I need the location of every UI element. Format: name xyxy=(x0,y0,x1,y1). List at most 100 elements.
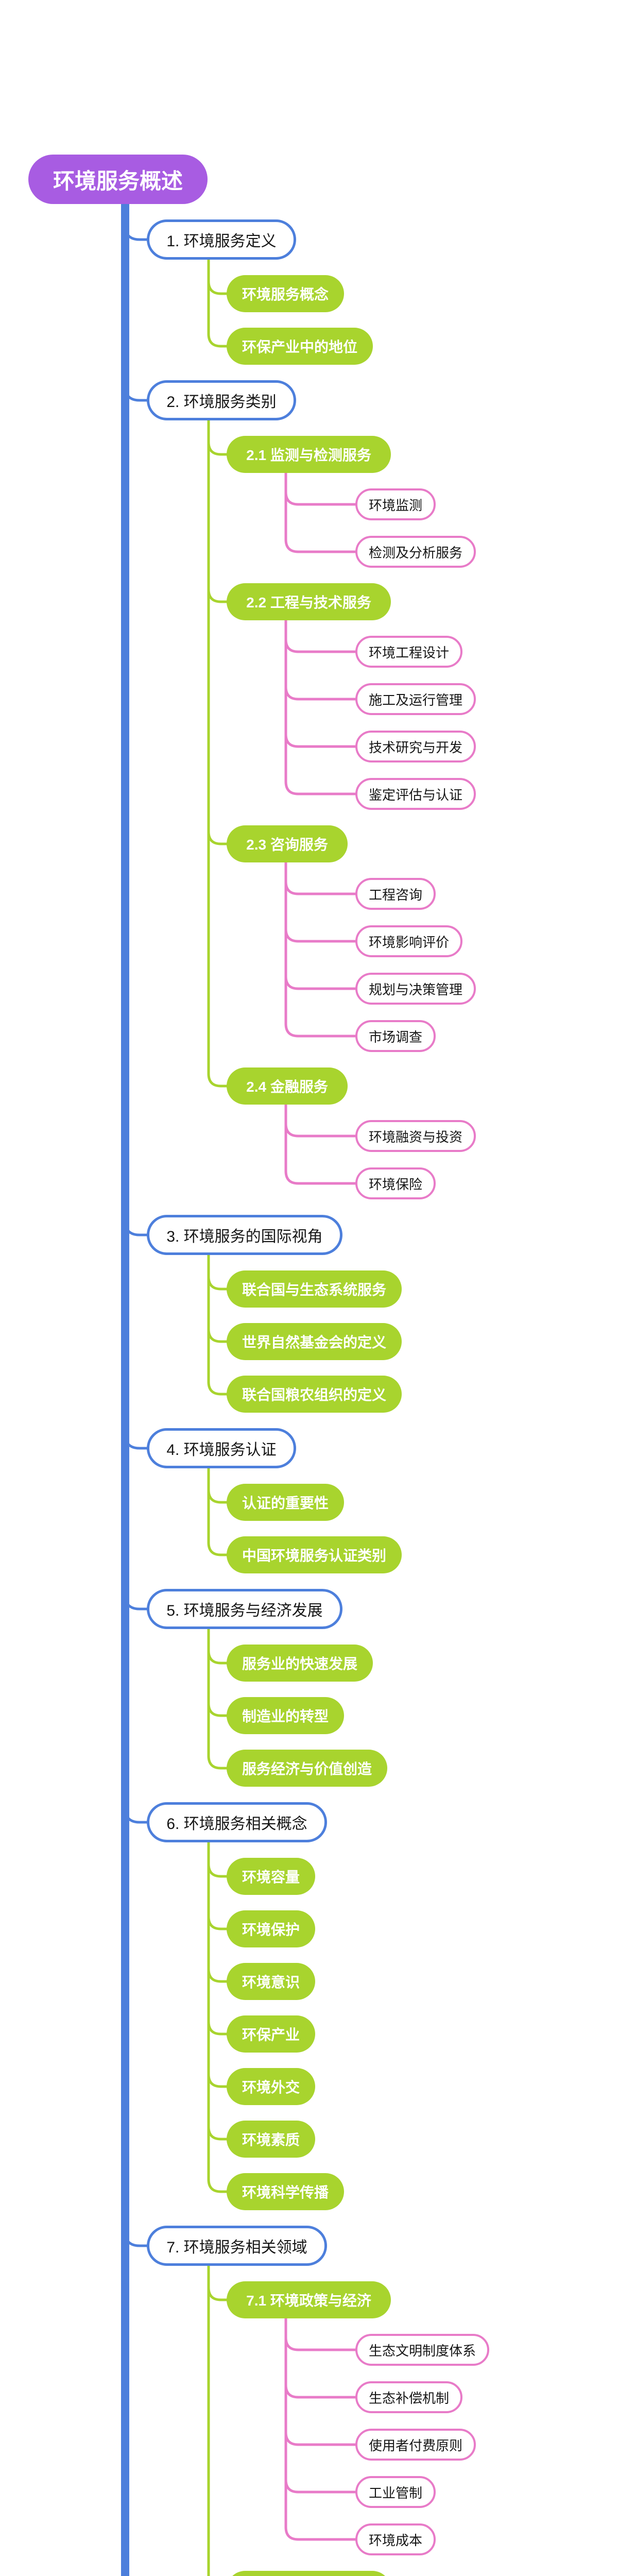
leaf-topic[interactable]: 环境工程设计 xyxy=(355,636,462,668)
topic-label: 3. 环境服务的国际视角 xyxy=(166,1228,323,1245)
topic-label: 4. 环境服务认证 xyxy=(166,1442,277,1459)
topic-label: 6. 环境服务相关概念 xyxy=(166,1816,307,1833)
topic-label: 生态补偿机制 xyxy=(368,2390,449,2406)
topic-label: 检测及分析服务 xyxy=(368,545,462,561)
topic-label: 工业管制 xyxy=(368,2485,422,2501)
topic-label: 环境融资与投资 xyxy=(368,1129,462,1145)
branch-connector xyxy=(124,1219,152,1236)
leaf-topic[interactable]: 环境监测 xyxy=(355,488,436,520)
topic-label: 技术研究与开发 xyxy=(368,739,462,755)
topic-label: 服务业的快速发展 xyxy=(242,1656,357,1672)
branch-connector xyxy=(284,1101,361,1185)
sub-topic[interactable]: 环保产业 xyxy=(227,2015,315,2053)
leaf-topic[interactable]: 环境保险 xyxy=(355,1167,436,1199)
branch-connector xyxy=(207,1839,232,1930)
topic-label: 制造业的转型 xyxy=(242,1708,329,1724)
leaf-topic[interactable]: 环境影响评价 xyxy=(355,925,462,957)
sub-topic[interactable]: 7.1 环境政策与经济 xyxy=(227,2281,391,2318)
sub-topic[interactable]: 环境素质 xyxy=(227,2121,315,2158)
branch-connector xyxy=(207,2262,210,2576)
sub-topic[interactable]: 7.2 环境科学与技术 xyxy=(227,2571,391,2576)
sub-topic[interactable]: 认证的重要性 xyxy=(227,1484,344,1521)
branch-connector xyxy=(207,417,232,603)
branch-connector xyxy=(207,417,232,845)
sub-topic[interactable]: 2.4 金融服务 xyxy=(227,1067,348,1105)
topic-label: 世界自然基金会的定义 xyxy=(242,1334,386,1350)
topic-label: 7.1 环境政策与经济 xyxy=(246,2293,371,2309)
sub-topic[interactable]: 环境意识 xyxy=(227,1963,315,2000)
main-topic[interactable]: 3. 环境服务的国际视角 xyxy=(147,1215,342,1255)
leaf-topic[interactable]: 使用者付费原则 xyxy=(355,2429,476,2461)
branch-connector xyxy=(284,859,361,990)
sub-topic[interactable]: 服务经济与价值创造 xyxy=(227,1750,387,1787)
sub-topic[interactable]: 制造业的转型 xyxy=(227,1697,344,1734)
sub-topic[interactable]: 服务业的快速发展 xyxy=(227,1645,373,1682)
branch-connector xyxy=(124,1806,152,1824)
topic-label: 7. 环境服务相关领域 xyxy=(166,2239,307,2256)
root-topic[interactable]: 环境服务概述 xyxy=(28,155,208,204)
leaf-topic[interactable]: 施工及运行管理 xyxy=(355,683,476,715)
branch-connector xyxy=(207,1625,232,1717)
branch-connector xyxy=(124,384,152,402)
branch-connector xyxy=(207,256,232,348)
leaf-topic[interactable]: 生态文明制度体系 xyxy=(355,2334,489,2366)
sub-topic[interactable]: 环境外交 xyxy=(227,2068,315,2105)
main-topic[interactable]: 2. 环境服务类别 xyxy=(147,380,296,420)
leaf-topic[interactable]: 市场调查 xyxy=(355,1020,436,1052)
topic-label: 环境成本 xyxy=(368,2532,422,2548)
leaf-topic[interactable]: 鉴定评估与认证 xyxy=(355,778,476,810)
main-topic[interactable]: 7. 环境服务相关领域 xyxy=(147,2226,327,2266)
leaf-topic[interactable]: 工业管制 xyxy=(355,2476,436,2508)
sub-topic[interactable]: 中国环境服务认证类别 xyxy=(227,1536,402,1573)
topic-label: 联合国与生态系统服务 xyxy=(242,1282,386,1298)
sub-topic[interactable]: 2.1 监测与检测服务 xyxy=(227,436,391,473)
leaf-topic[interactable]: 工程咨询 xyxy=(355,878,436,910)
sub-topic[interactable]: 环境科学传播 xyxy=(227,2173,344,2210)
sub-topic[interactable]: 2.3 咨询服务 xyxy=(227,825,348,862)
main-topic[interactable]: 4. 环境服务认证 xyxy=(147,1428,296,1468)
topic-label: 2.3 咨询服务 xyxy=(246,837,328,853)
branch-connector xyxy=(284,617,361,795)
branch-connector xyxy=(284,1101,361,1138)
sub-topic[interactable]: 2.2 工程与技术服务 xyxy=(227,583,391,620)
leaf-topic[interactable]: 生态补偿机制 xyxy=(355,2381,462,2413)
topic-label: 市场调查 xyxy=(368,1029,422,1045)
branch-connector xyxy=(284,859,361,895)
topic-label: 规划与决策管理 xyxy=(368,981,462,997)
leaf-topic[interactable]: 环境成本 xyxy=(355,2523,436,2555)
topic-label: 环境意识 xyxy=(242,1974,300,1990)
sub-topic[interactable]: 联合国粮农组织的定义 xyxy=(227,1376,402,1413)
branch-connector xyxy=(207,1839,232,1983)
branch-connector xyxy=(284,859,361,1038)
branch-connector xyxy=(284,2315,361,2541)
topic-label: 环境工程设计 xyxy=(368,645,449,660)
topic-label: 2.2 工程与技术服务 xyxy=(246,595,371,611)
branch-connector xyxy=(207,1465,232,1556)
main-topic[interactable]: 1. 环境服务定义 xyxy=(147,219,296,260)
topic-label: 环境影响评价 xyxy=(368,934,449,950)
topic-label: 2.1 监测与检测服务 xyxy=(246,447,371,463)
sub-topic[interactable]: 环境服务概念 xyxy=(227,275,344,312)
branch-connector xyxy=(284,617,361,748)
leaf-topic[interactable]: 规划与决策管理 xyxy=(355,973,476,1005)
branch-connector xyxy=(284,2315,361,2399)
sub-topic[interactable]: 环境保护 xyxy=(227,1910,315,1947)
sub-topic[interactable]: 环保产业中的地位 xyxy=(227,328,373,365)
branch-connector xyxy=(284,2315,361,2494)
sub-topic[interactable]: 联合国与生态系统服务 xyxy=(227,1270,402,1308)
leaf-topic[interactable]: 检测及分析服务 xyxy=(355,536,476,568)
sub-topic[interactable]: 世界自然基金会的定义 xyxy=(227,1323,402,1360)
topic-label: 工程咨询 xyxy=(368,887,422,903)
branch-connector xyxy=(284,469,361,553)
topic-label: 2. 环境服务类别 xyxy=(166,394,277,411)
main-topic[interactable]: 6. 环境服务相关概念 xyxy=(147,1802,327,1842)
main-topic[interactable]: 5. 环境服务与经济发展 xyxy=(147,1589,342,1629)
topic-label: 环境素质 xyxy=(242,2132,300,2148)
branch-connector xyxy=(207,1839,232,2141)
leaf-topic[interactable]: 环境融资与投资 xyxy=(355,1120,476,1152)
topic-label: 联合国粮农组织的定义 xyxy=(242,1387,386,1403)
topic-label: 环境外交 xyxy=(242,2079,300,2095)
sub-topic[interactable]: 环境容量 xyxy=(227,1858,315,1895)
leaf-topic[interactable]: 技术研究与开发 xyxy=(355,731,476,762)
